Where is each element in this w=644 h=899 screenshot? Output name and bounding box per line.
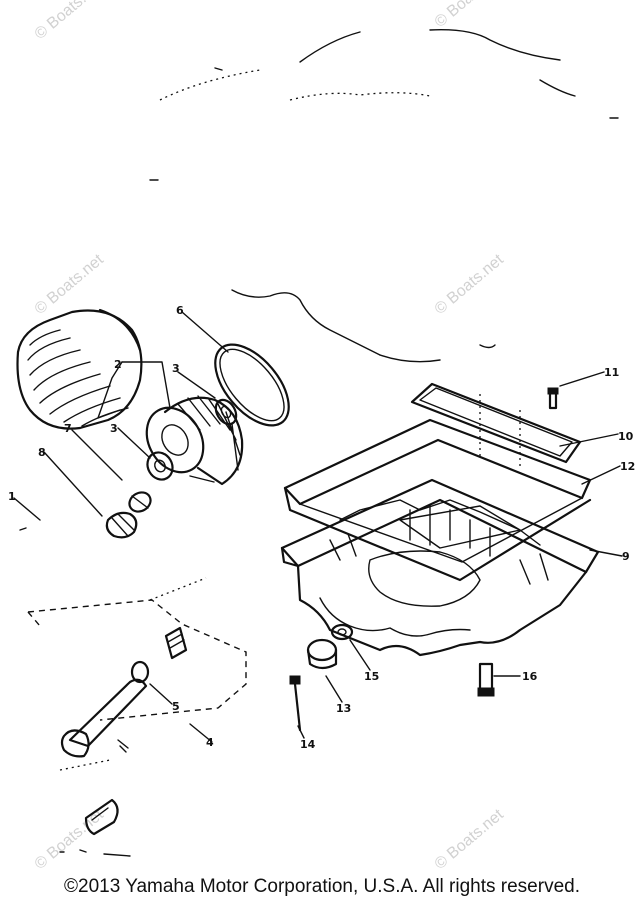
watermark-top-right: © Boats.net <box>432 0 508 31</box>
part-15-washer <box>330 623 354 641</box>
part-6-o-ring <box>214 343 290 427</box>
relief-assembly-bracket <box>27 577 247 771</box>
part-14-bolt <box>289 675 302 732</box>
fitting-bottom-left <box>59 798 131 857</box>
part-12-gasket <box>283 418 592 582</box>
crankcase-outline <box>149 29 619 363</box>
part-1-oil-filter <box>16 308 143 531</box>
watermark-top-left: © Boats.net <box>32 0 108 43</box>
callout-5: 5 <box>172 700 180 713</box>
watermarks: © Boats.net © Boats.net © Boats.net © Bo… <box>32 0 508 873</box>
callout-16: 16 <box>522 670 538 683</box>
watermark-mid-left: © Boats.net <box>32 251 108 318</box>
callout-labels: 1 2 3 3 4 5 6 7 8 9 10 11 12 13 14 15 16 <box>8 304 635 751</box>
callout-8: 8 <box>38 446 46 459</box>
callout-3-lower: 3 <box>110 422 118 435</box>
part-union-bolt <box>60 678 148 758</box>
callout-1: 1 <box>8 490 16 503</box>
callout-11: 11 <box>604 366 619 379</box>
part-13-drain-plug <box>306 638 338 670</box>
callout-3-upper: 3 <box>172 362 180 375</box>
part-9-oil-pan <box>280 478 600 657</box>
part-16-bolt <box>477 662 495 697</box>
leader-lines <box>13 311 623 743</box>
part-4-spring <box>164 626 188 660</box>
callout-13: 13 <box>336 702 351 715</box>
callout-10: 10 <box>618 430 634 443</box>
callout-15: 15 <box>364 670 379 683</box>
watermark-mid-right: © Boats.net <box>432 251 508 318</box>
part-5-o-ring-small <box>130 660 150 684</box>
part-10-baffle-plate <box>410 382 582 470</box>
part-2-filter-element <box>145 395 244 486</box>
watermark-bottom-right: © Boats.net <box>432 806 508 873</box>
watermark-bottom-left: © Boats.net <box>32 806 108 873</box>
copyright-notice: ©2013 Yamaha Motor Corporation, U.S.A. A… <box>64 876 580 897</box>
part-11-screw <box>547 387 559 410</box>
callout-9: 9 <box>622 550 630 563</box>
part-7-bolt <box>128 491 152 513</box>
part-3-washer-upper <box>214 398 238 426</box>
callout-4: 4 <box>206 736 214 749</box>
callout-6: 6 <box>176 304 184 317</box>
callout-2: 2 <box>114 358 122 371</box>
callout-14: 14 <box>300 738 316 751</box>
callout-7: 7 <box>64 422 72 435</box>
callout-12: 12 <box>620 460 635 473</box>
part-8-relief-valve <box>105 511 138 539</box>
part-3-washer-lower <box>146 451 174 481</box>
